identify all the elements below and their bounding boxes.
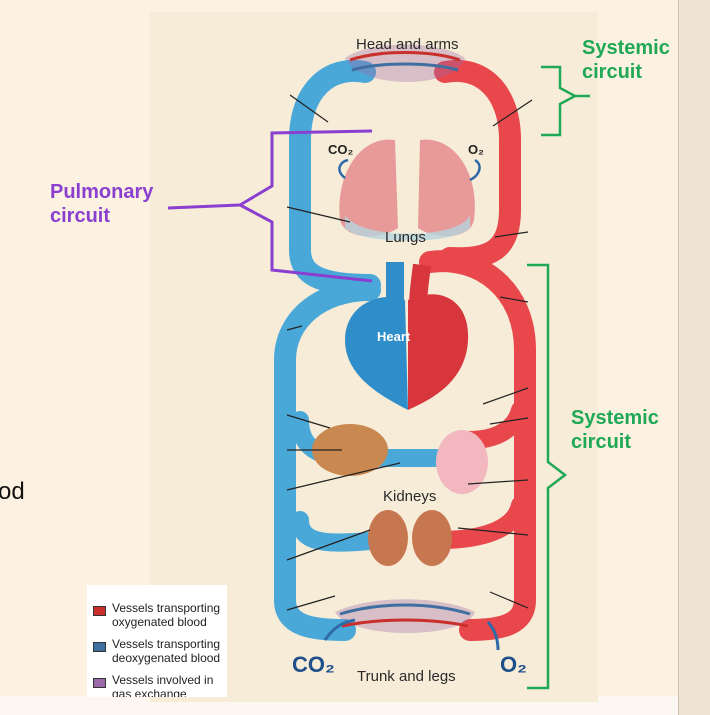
- legend-item-deoxygenated: Vessels transporting deoxygenated blood: [93, 637, 227, 665]
- co2-bottom-label: CO₂: [292, 652, 335, 677]
- co2-bottom-arrow: [323, 618, 356, 641]
- trunk-legs-label: Trunk and legs: [357, 668, 456, 685]
- liver-shape: [312, 424, 388, 476]
- lungs-shape: [339, 139, 475, 241]
- o2-bottom-label: O₂: [500, 652, 527, 677]
- head-capillaries: [345, 44, 465, 82]
- scroll-panel: [678, 0, 710, 715]
- artery-kidney-loop: [431, 496, 529, 549]
- co2-top-arrow: [338, 158, 349, 179]
- heart-shape: [345, 262, 469, 410]
- pulmonary-pointer: [167, 203, 241, 210]
- vein-head-left: [289, 59, 381, 296]
- lungs-label: Lungs: [385, 229, 426, 246]
- head-arms-label: Head and arms: [356, 36, 459, 53]
- vein-systemic-left: [274, 279, 381, 641]
- pulmonary-circuit-label: Pulmonary circuit: [50, 181, 154, 227]
- legend-swatch-red: [93, 606, 106, 616]
- heart-label: Heart: [377, 329, 411, 344]
- legend: Vessels transporting oxygenated blood Ve…: [87, 585, 227, 697]
- stomach-shape: [436, 430, 488, 494]
- co2-top-label: CO₂: [328, 142, 354, 157]
- cropped-slide-text: od: [0, 478, 25, 505]
- o2-top-label: O₂: [468, 142, 484, 157]
- legend-item-oxygenated: Vessels transporting oxygenated blood: [93, 601, 227, 629]
- o2-bottom-arrow: [486, 621, 500, 651]
- trunk-capillaries: [335, 599, 475, 633]
- legend-swatch-purple: [93, 678, 106, 688]
- artery-head-right: [434, 59, 521, 270]
- legend-item-gas-exchange: Vessels involved in gas exchange: [93, 673, 227, 697]
- o2-top-arrow: [469, 158, 481, 182]
- legend-swatch-blue: [93, 642, 106, 652]
- systemic-top-bracket: [541, 65, 578, 137]
- circulation-diagram: [167, 44, 590, 690]
- artery-liver-loop: [461, 401, 529, 449]
- leader-lines: [286, 94, 533, 611]
- systemic-bottom-bracket: [527, 263, 568, 690]
- kidneys-label: Kidneys: [383, 488, 437, 505]
- systemic-circuit-top-label: Systemic circuit: [582, 37, 670, 83]
- vein-kidney-loop: [291, 511, 389, 552]
- kidneys-shape: [368, 510, 452, 566]
- systemic-circuit-bottom-label: Systemic circuit: [571, 407, 659, 453]
- artery-systemic-right: [419, 250, 536, 641]
